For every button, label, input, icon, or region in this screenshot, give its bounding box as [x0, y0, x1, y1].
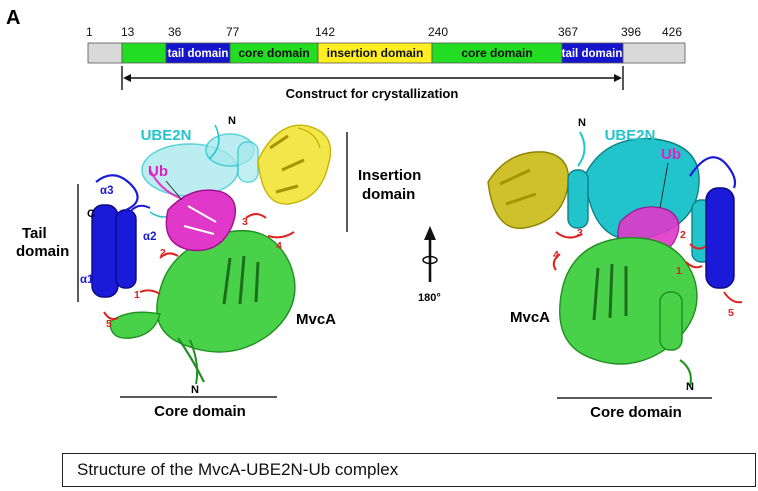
- segment-cterm: [622, 42, 686, 64]
- arrowhead-left: [123, 74, 131, 82]
- left-loops: [103, 213, 295, 321]
- left-core-ribbon: [109, 230, 296, 385]
- left-ub-pointer: [165, 180, 183, 201]
- tick-367: 367: [558, 25, 578, 39]
- right-n-bottom-label: N: [686, 381, 694, 393]
- construct-label: Construct for crystallization: [286, 86, 459, 101]
- domain-bar: tail domain core domain insertion domain…: [87, 42, 686, 64]
- left-c-term-label: C: [87, 208, 95, 220]
- tick-1: 1: [86, 25, 93, 39]
- left-n-top-label: N: [228, 115, 236, 127]
- left-structure: [91, 124, 332, 385]
- right-ub-label: Ub: [661, 146, 681, 163]
- right-core-ribbon: [559, 236, 698, 387]
- tick-36: 36: [168, 25, 182, 39]
- left-insertion-ribbon: [257, 124, 332, 205]
- tick-13: 13: [121, 25, 135, 39]
- right-loop-1: 1: [676, 265, 682, 277]
- left-tail-ribbon: [91, 174, 151, 298]
- tail-label-line1: Tail: [22, 225, 47, 242]
- left-ub-ribbon: [149, 169, 236, 252]
- rotation-label: 180°: [418, 292, 441, 304]
- right-ub-pointer: [659, 162, 669, 209]
- right-mvca-label: MvcA: [510, 309, 550, 326]
- left-loop-2: 2: [160, 247, 166, 259]
- insertion-label-line1: Insertion: [358, 167, 421, 184]
- segment-label-insertion: insertion domain: [327, 46, 424, 60]
- segment-nterm: [87, 42, 123, 64]
- left-alpha3-label: α3: [100, 185, 113, 197]
- figure-caption: Structure of the MvcA-UBE2N-Ub complex: [62, 453, 756, 487]
- left-alpha15-label: α15: [80, 274, 100, 286]
- left-loop-1: 1: [134, 289, 140, 301]
- right-loops: [552, 231, 743, 304]
- right-core-label: Core domain: [590, 404, 682, 421]
- left-loop-5: 5: [106, 318, 112, 330]
- tick-77: 77: [226, 25, 240, 39]
- right-insertion-ribbon: [487, 151, 570, 229]
- insertion-label-line2: domain: [362, 186, 415, 203]
- right-ube2n-label: UBE2N: [605, 127, 656, 144]
- segment-label-core-2: core domain: [461, 46, 532, 60]
- panel-label: A: [6, 7, 20, 29]
- segment-green-n: [121, 42, 167, 64]
- segment-label-tail-2: tail domain: [562, 48, 623, 60]
- residue-ticks: 1 13 36 77 142 240 367 396 426: [86, 25, 682, 39]
- segment-label-core-1: core domain: [238, 46, 309, 60]
- right-loop-2: 2: [680, 229, 686, 241]
- right-loop-4: 4: [553, 249, 559, 261]
- tick-396: 396: [621, 25, 641, 39]
- left-core-label: Core domain: [154, 403, 246, 420]
- left-n-bottom-label: N: [191, 384, 199, 396]
- tick-426: 426: [662, 25, 682, 39]
- tail-label-line2: domain: [16, 243, 69, 260]
- left-alpha2-label: α2: [143, 231, 156, 243]
- right-loop-5: 5: [728, 307, 734, 319]
- tick-240: 240: [428, 25, 448, 39]
- right-loop-numbers: 1 2 3 4 5: [553, 227, 734, 319]
- right-loop-3: 3: [577, 227, 583, 239]
- tick-142: 142: [315, 25, 335, 39]
- right-structure: [487, 131, 743, 387]
- construct-arrow: [121, 66, 624, 90]
- segment-label-tail-1: tail domain: [168, 48, 229, 60]
- left-ub-label: Ub: [148, 163, 168, 180]
- left-loop-numbers: 1 2 3 4 5: [106, 216, 282, 330]
- left-loop-3: 3: [242, 216, 248, 228]
- left-mvca-label: MvcA: [296, 311, 336, 328]
- left-ube2n-label: UBE2N: [141, 127, 192, 144]
- left-loop-4: 4: [276, 240, 282, 252]
- arrowhead-right: [614, 74, 622, 82]
- right-tail-ribbon: [689, 156, 737, 289]
- rotation-arrow-icon: [422, 226, 438, 282]
- right-n-top-label: N: [578, 117, 586, 129]
